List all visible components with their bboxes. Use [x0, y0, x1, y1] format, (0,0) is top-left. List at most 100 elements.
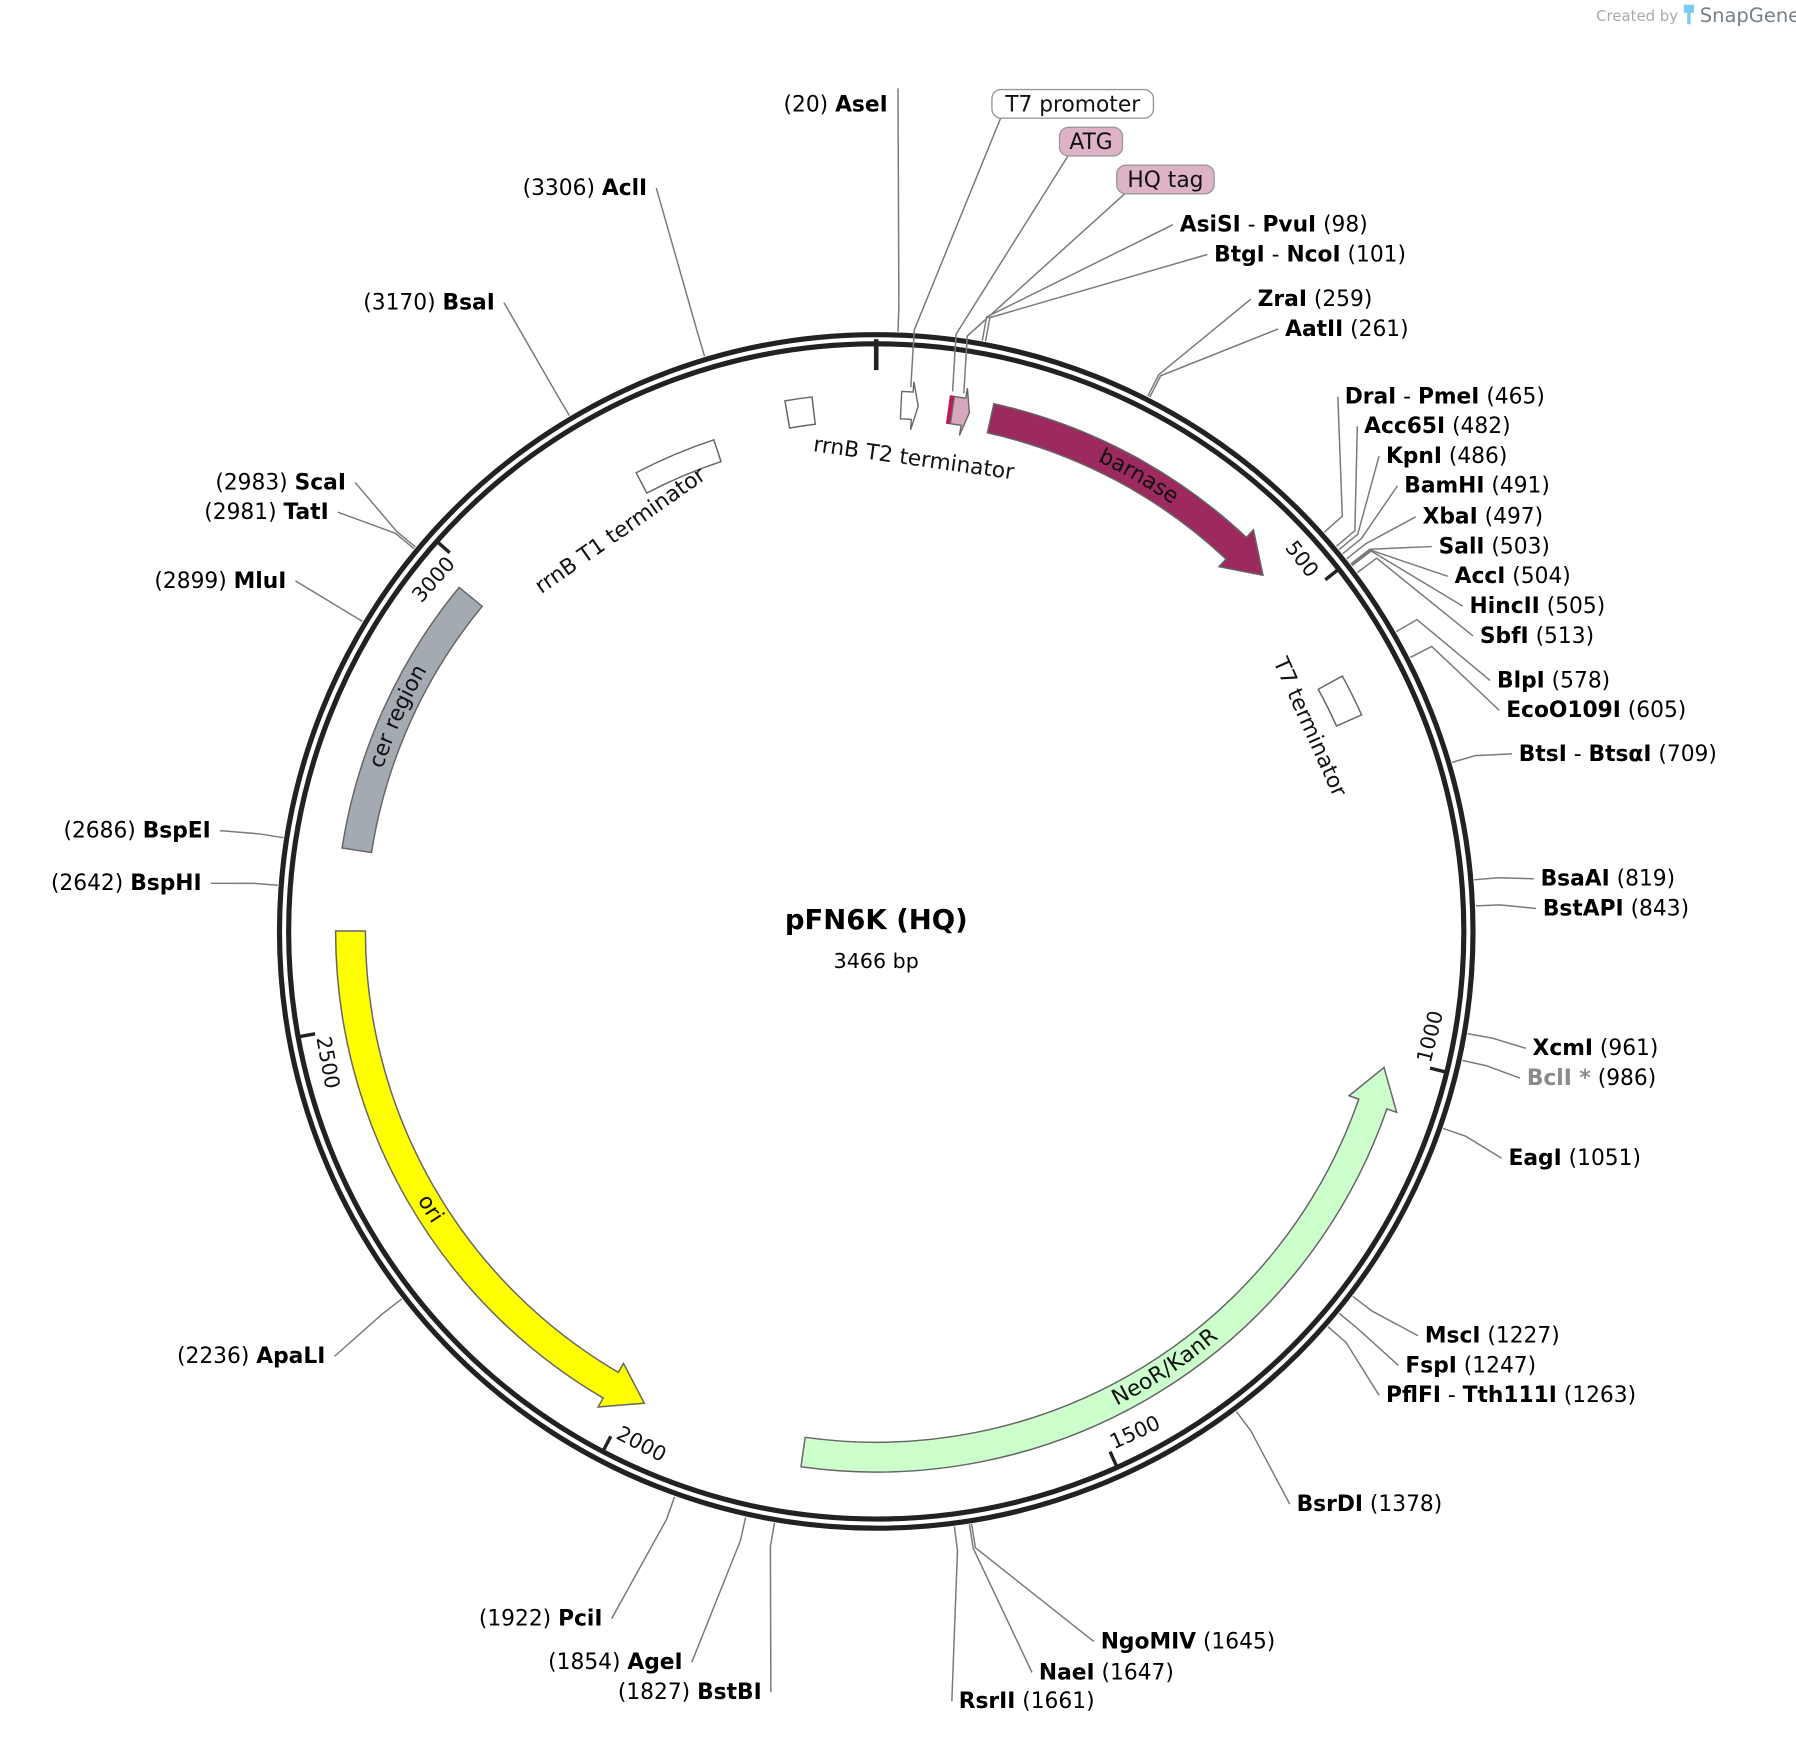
enzyme-site-eagi[interactable]: EagI (1051) [1509, 1146, 1641, 1171]
enzyme-site-zrai[interactable]: ZraI (259) [1258, 287, 1373, 312]
enzyme-label[interactable]: AatII (261) [1285, 317, 1409, 342]
rrnb-t2-terminator-arc[interactable] [784, 396, 817, 429]
enzyme-site-acc65i[interactable]: Acc65I (482) [1364, 414, 1510, 439]
enzyme-site-rsrii[interactable]: RsrII (1661) [959, 1689, 1095, 1714]
enzyme-site-bsphi[interactable]: (2642) BspHI [51, 871, 202, 896]
enzyme-label[interactable]: BsrDI (1378) [1297, 1492, 1443, 1517]
enzyme-site-pflfi-tth111i[interactable]: PflFI - Tth111I (1263) [1386, 1383, 1636, 1408]
enzyme-site-kpni[interactable]: KpnI (486) [1386, 444, 1507, 469]
enzyme-label[interactable]: (1922) PciI [479, 1607, 603, 1632]
enzyme-label[interactable]: PflFI - Tth111I (1263) [1386, 1383, 1636, 1408]
enzyme-site-aatii[interactable]: AatII (261) [1285, 317, 1409, 342]
enzyme-site-msci[interactable]: MscI (1227) [1425, 1324, 1560, 1349]
enzyme-label[interactable]: SbfI (513) [1480, 624, 1594, 649]
enzyme-label[interactable]: (3170) BsaI [363, 290, 495, 315]
enzyme-site-bspei[interactable]: (2686) BspEI [63, 819, 210, 844]
enzyme-site-asisi-pvui[interactable]: AsiSI - PvuI (98) [1180, 213, 1368, 238]
atg-feature[interactable] [945, 395, 955, 425]
enzyme-site-asei[interactable]: (20) AseI [784, 92, 888, 117]
t7-promoter-feature[interactable] [899, 381, 919, 430]
enzyme-label[interactable]: NaeI (1647) [1039, 1660, 1174, 1685]
barnase-arc[interactable] [986, 402, 1264, 577]
cer-region-arc[interactable] [341, 586, 484, 854]
ori-arc[interactable] [334, 930, 646, 1408]
enzyme-site-blpi[interactable]: BlpI (578) [1497, 668, 1610, 693]
enzyme-label[interactable]: BlpI (578) [1497, 668, 1610, 693]
enzyme-label[interactable]: (1854) AgeI [548, 1650, 683, 1675]
enzyme-label[interactable]: (2642) BspHI [51, 871, 202, 896]
enzyme-label[interactable]: EcoO109I (605) [1506, 698, 1686, 723]
enzyme-site-drai-pmei[interactable]: DraI - PmeI (465) [1345, 384, 1545, 409]
enzyme-site-btsi-bts-i[interactable]: BtsI - BtsαI (709) [1519, 742, 1717, 767]
enzyme-site-ngomiv[interactable]: NgoMIV (1645) [1101, 1629, 1276, 1654]
enzyme-site-hincii[interactable]: HincII (505) [1470, 594, 1606, 619]
enzyme-site-bcli[interactable]: BclI * (986) [1527, 1066, 1656, 1091]
enzyme-label[interactable]: (2686) BspEI [63, 819, 210, 844]
enzyme-label[interactable]: (3306) AclI [523, 176, 648, 201]
enzyme-site-scai[interactable]: (2983) ScaI [215, 470, 346, 495]
enzyme-label[interactable]: (2983) ScaI [215, 470, 346, 495]
feature-neor-kanr[interactable]: NeoR/KanR [800, 1066, 1398, 1473]
enzyme-site-acci[interactable]: AccI (504) [1455, 564, 1571, 589]
enzyme-label[interactable]: (2981) TatI [204, 500, 328, 525]
enzyme-label[interactable]: BclI * (986) [1527, 1066, 1656, 1091]
enzyme-site-bsaai[interactable]: BsaAI (819) [1541, 867, 1676, 892]
enzyme-site-bstapi[interactable]: BstAPI (843) [1543, 896, 1689, 921]
callout-hq-tag[interactable]: HQ tag [1116, 164, 1215, 195]
callout-t7-promoter[interactable]: T7 promoter [991, 88, 1155, 119]
enzyme-label[interactable]: XbaI (497) [1423, 505, 1544, 530]
enzyme-site-sali[interactable]: SalI (503) [1439, 534, 1550, 559]
enzyme-site-acli[interactable]: (3306) AclI [523, 176, 648, 201]
enzyme-label[interactable]: AccI (504) [1455, 564, 1571, 589]
enzyme-label[interactable]: EagI (1051) [1509, 1146, 1641, 1171]
rrnb-t1-terminator-arc[interactable] [635, 438, 722, 495]
feature-ori[interactable]: ori [334, 930, 646, 1408]
enzyme-label[interactable]: ZraI (259) [1258, 287, 1373, 312]
neor-kanr-arc[interactable] [800, 1066, 1398, 1473]
enzyme-label[interactable]: FspI (1247) [1405, 1353, 1536, 1378]
enzyme-site-bsrdi[interactable]: BsrDI (1378) [1297, 1492, 1443, 1517]
enzyme-label[interactable]: BtgI - NcoI (101) [1214, 242, 1406, 267]
enzyme-label[interactable]: KpnI (486) [1386, 444, 1507, 469]
enzyme-site-apali[interactable]: (2236) ApaLI [177, 1344, 325, 1369]
enzyme-site-bstbi[interactable]: (1827) BstBI [618, 1680, 762, 1705]
enzyme-leader-line [610, 1496, 676, 1620]
enzyme-site-sbfi[interactable]: SbfI (513) [1480, 624, 1594, 649]
hq-tag-feature[interactable] [949, 387, 971, 436]
enzyme-site-fspi[interactable]: FspI (1247) [1405, 1353, 1536, 1378]
enzyme-label[interactable]: BsaAI (819) [1541, 867, 1676, 892]
enzyme-label[interactable]: BstAPI (843) [1543, 896, 1689, 921]
enzyme-site-xcmi[interactable]: XcmI (961) [1533, 1036, 1659, 1061]
enzyme-site-btgi-ncoi[interactable]: BtgI - NcoI (101) [1214, 242, 1406, 267]
enzyme-site-bamhi[interactable]: BamHI (491) [1404, 474, 1550, 499]
enzyme-label[interactable]: (2899) MluI [154, 569, 286, 594]
enzyme-label[interactable]: MscI (1227) [1425, 1324, 1560, 1349]
t7-terminator-arc[interactable] [1317, 675, 1363, 728]
enzyme-label[interactable]: BtsI - BtsαI (709) [1519, 742, 1717, 767]
enzyme-site-agei[interactable]: (1854) AgeI [548, 1650, 683, 1675]
enzyme-site-mlui[interactable]: (2899) MluI [154, 569, 286, 594]
enzyme-label[interactable]: (2236) ApaLI [177, 1344, 325, 1369]
enzyme-label[interactable]: BamHI (491) [1404, 474, 1550, 499]
enzyme-site-naei[interactable]: NaeI (1647) [1039, 1660, 1174, 1685]
enzyme-site-tati[interactable]: (2981) TatI [204, 500, 328, 525]
enzyme-site-xbai[interactable]: XbaI (497) [1423, 505, 1544, 530]
enzyme-name: AgeI [627, 1650, 682, 1675]
enzyme-label[interactable]: (1827) BstBI [618, 1680, 762, 1705]
enzyme-label[interactable]: Acc65I (482) [1364, 414, 1510, 439]
enzyme-label[interactable]: SalI (503) [1439, 534, 1550, 559]
enzyme-label[interactable]: AsiSI - PvuI (98) [1180, 213, 1368, 238]
feature-t7-terminator[interactable]: T7 terminator [1267, 653, 1363, 801]
enzyme-label[interactable]: NgoMIV (1645) [1101, 1629, 1276, 1654]
enzyme-label[interactable]: XcmI (961) [1533, 1036, 1659, 1061]
enzyme-site-ecoo109i[interactable]: EcoO109I (605) [1506, 698, 1686, 723]
enzyme-site-bsai[interactable]: (3170) BsaI [363, 290, 495, 315]
enzyme-site-pcii[interactable]: (1922) PciI [479, 1607, 603, 1632]
feature-rrnb-t1-terminator[interactable]: rrnB T1 terminator [530, 438, 722, 599]
enzyme-label[interactable]: (20) AseI [784, 92, 888, 117]
feature-barnase[interactable]: barnase [986, 402, 1264, 577]
enzyme-label[interactable]: HincII (505) [1470, 594, 1606, 619]
enzyme-label[interactable]: DraI - PmeI (465) [1345, 384, 1545, 409]
callout-atg[interactable]: ATG [1058, 126, 1124, 157]
enzyme-label[interactable]: RsrII (1661) [959, 1689, 1095, 1714]
